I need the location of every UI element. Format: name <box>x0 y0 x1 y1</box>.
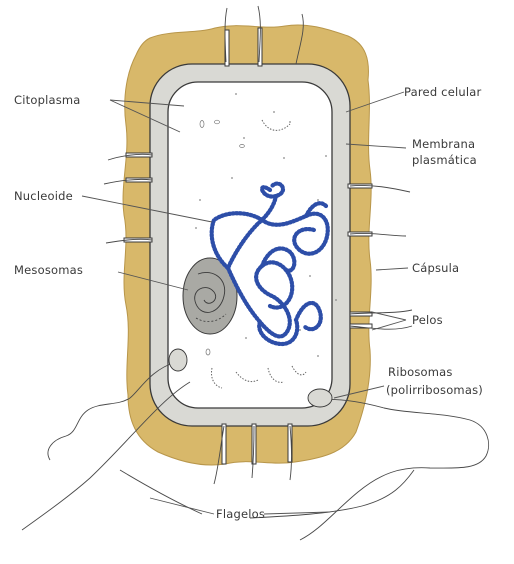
label-membrana-line2: plasmática <box>412 153 477 167</box>
label-mesosomas: Mesosomas <box>14 263 83 277</box>
label-pared-celular: Pared celular <box>404 85 481 99</box>
label-membrana-line1: Membrana <box>412 137 475 151</box>
label-ribosomas-line2: (polirribosomas) <box>386 383 483 397</box>
ribosome-body-left <box>169 349 187 371</box>
label-citoplasma: Citoplasma <box>14 93 81 107</box>
label-nucleoide: Nucleoide <box>14 189 73 203</box>
label-ribosomas-line1: Ribosomas <box>388 365 453 379</box>
label-flagelos: Flagelos <box>216 507 265 521</box>
ribosome-body-right <box>308 389 332 407</box>
label-capsula: Cápsula <box>412 261 459 275</box>
cytoplasm <box>168 82 332 408</box>
label-pelos: Pelos <box>412 313 443 327</box>
